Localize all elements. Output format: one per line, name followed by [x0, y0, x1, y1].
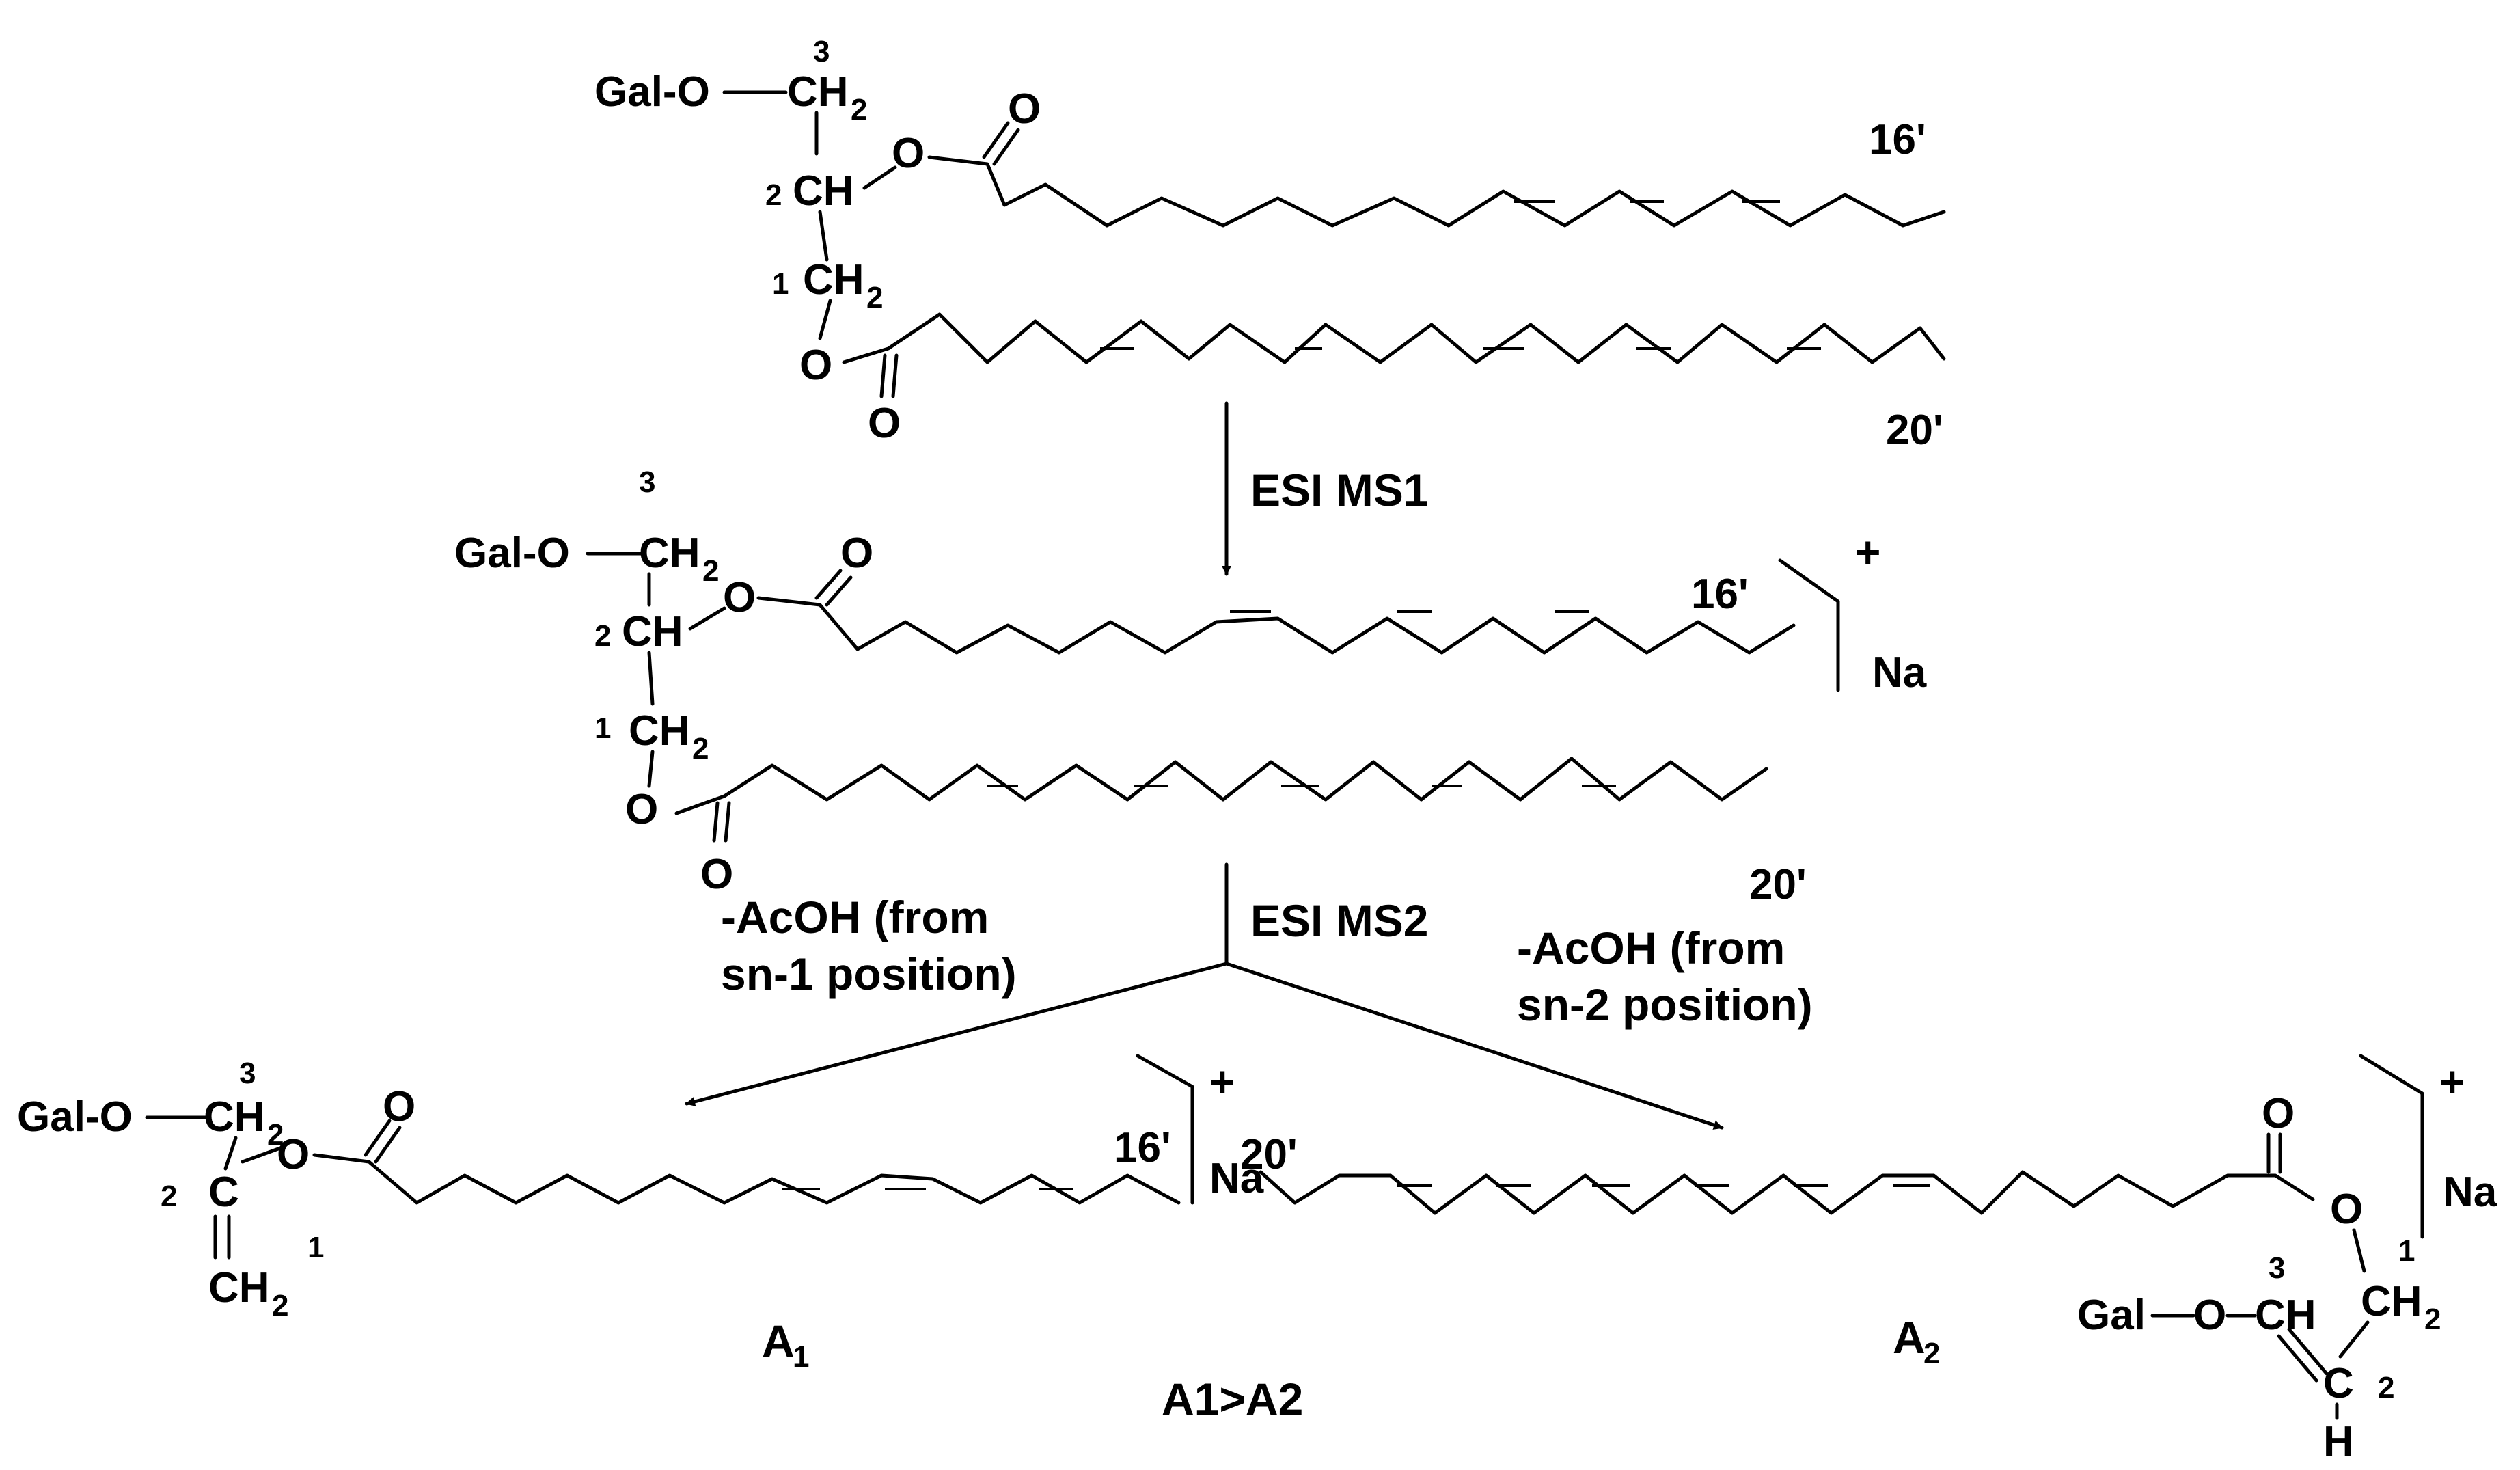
carbon-3-number-a1: 3 — [239, 1057, 256, 1090]
gal-label-a2: Gal — [2077, 1292, 2146, 1339]
ch-label: CH — [793, 167, 854, 215]
gal-o-label-adduct: Gal-O — [454, 530, 570, 577]
vinyl-c-a2: C — [2323, 1360, 2354, 1407]
carbon-2-number: 2 — [765, 178, 782, 212]
ester-o-sn1: O — [799, 342, 832, 389]
chain-label-20-adduct: 20' — [1749, 861, 1807, 908]
ester-o-a2: O — [2330, 1186, 2363, 1233]
carbonyl-o-sn1-adduct: O — [700, 851, 733, 898]
gal-o-label-a1: Gal-O — [17, 1093, 133, 1141]
ch2-label-a1: CH — [204, 1093, 265, 1141]
ether-o-a2: O — [2193, 1292, 2226, 1339]
ch2-subscript-adduct-c1: 2 — [692, 732, 709, 765]
product-a2-label: A — [1893, 1312, 1926, 1363]
chain-label-16-a1: 16' — [1114, 1124, 1171, 1171]
ch2-subscript-a1: 2 — [267, 1118, 284, 1152]
plus-charge-a2: + — [2439, 1057, 2465, 1106]
comparison-label: A1>A2 — [1162, 1374, 1303, 1424]
vinyl-ch2-subscript-a1: 2 — [272, 1289, 288, 1322]
carbonyl-o-sn1: O — [868, 400, 901, 447]
carbon-2-number-adduct: 2 — [594, 619, 611, 653]
ch2-subscript-a2: 2 — [2424, 1303, 2441, 1336]
ch-label-adduct: CH — [622, 608, 683, 655]
arrow-to-a2 — [1224, 962, 1724, 1130]
product-a1-structure: Gal-O 3 CH 2 O 2 C 1 CH 2 O 16' + Na — [17, 1054, 1264, 1322]
product-a1-subscript: 1 — [793, 1340, 809, 1374]
plus-charge-adduct: + — [1855, 528, 1880, 577]
ester-o-a1: O — [277, 1131, 310, 1178]
carbon-1-number-adduct: 1 — [594, 711, 611, 745]
ch2-label-a2: CH — [2361, 1278, 2422, 1325]
loss-sn1-line1: -AcOH (from — [721, 892, 989, 942]
carbonyl-o-sn2: O — [1008, 85, 1041, 133]
loss-sn2-line2: sn-2 position) — [1517, 979, 1813, 1030]
arrow-to-a1 — [685, 962, 1229, 1106]
chain-label-20-a2: 20' — [1240, 1131, 1298, 1178]
loss-sn1-line2: sn-1 position) — [721, 949, 1017, 999]
ch2-label-adduct-c1: CH — [629, 707, 690, 754]
gal-o-label: Gal-O — [594, 68, 710, 115]
loss-sn2-line1: -AcOH (from — [1517, 923, 1785, 973]
product-a1-label: A — [762, 1316, 795, 1366]
chain-label-16-adduct: 16' — [1691, 571, 1749, 618]
vinyl-c-a1: C — [208, 1169, 239, 1216]
product-a2-subscript: 2 — [1923, 1337, 1940, 1370]
ester-o-sn2: O — [892, 130, 925, 177]
carbon-1-number: 1 — [772, 267, 789, 301]
sodium-label-adduct: Na — [1872, 649, 1927, 696]
structure-sodium-adduct: Gal-O 3 CH 2 2 CH O 1 CH 2 O O 16' O 20 — [454, 465, 1927, 908]
chain-label-16: 16' — [1869, 116, 1926, 163]
chain-label-20: 20' — [1886, 407, 1943, 454]
carbon-2-number-a1: 2 — [161, 1180, 177, 1213]
ch2-subscript: 2 — [851, 93, 867, 126]
esi-ms1-label: ESI MS1 — [1250, 465, 1428, 515]
ch2-subscript-adduct: 2 — [702, 554, 719, 588]
esi-ms2-label: ESI MS2 — [1250, 895, 1428, 946]
product-a2-structure: 20' O O 1 CH 2 Gal O 3 CH C 2 H + Na — [1240, 1054, 2497, 1465]
sodium-label-a2: Na — [2443, 1169, 2497, 1216]
vinyl-h-a2: H — [2323, 1418, 2354, 1465]
carbonyl-o-a2: O — [2262, 1090, 2295, 1137]
carbonyl-o-a1: O — [383, 1083, 415, 1130]
carbon-2-number-a2: 2 — [2378, 1371, 2394, 1404]
plus-charge-a1: + — [1209, 1057, 1235, 1106]
ch-label-a2: CH — [2255, 1292, 2316, 1339]
sodium-label-a1: Na — [1209, 1155, 1264, 1202]
carbonyl-o-sn2-adduct: O — [840, 530, 873, 577]
ch2-label: CH — [787, 68, 849, 115]
ester-o-sn1-adduct: O — [625, 786, 658, 833]
carbon-3-number-adduct: 3 — [639, 465, 655, 499]
carbon-3-number: 3 — [813, 35, 830, 68]
carbon-1-number-a1: 1 — [307, 1231, 324, 1264]
structure-parent: Gal-O 3 CH 2 2 CH O 1 CH 2 O O 16' O 20 — [594, 35, 1946, 454]
vinyl-ch2-label-a1: CH — [208, 1264, 270, 1311]
carbon-1-number-a2: 1 — [2398, 1234, 2415, 1268]
ch2-subscript-c1: 2 — [866, 281, 883, 314]
ch2-label-adduct: CH — [639, 530, 700, 577]
ch2-label-c1: CH — [803, 256, 864, 303]
carbon-3-number-a2: 3 — [2269, 1251, 2285, 1285]
ester-o-sn2-adduct: O — [723, 574, 756, 621]
